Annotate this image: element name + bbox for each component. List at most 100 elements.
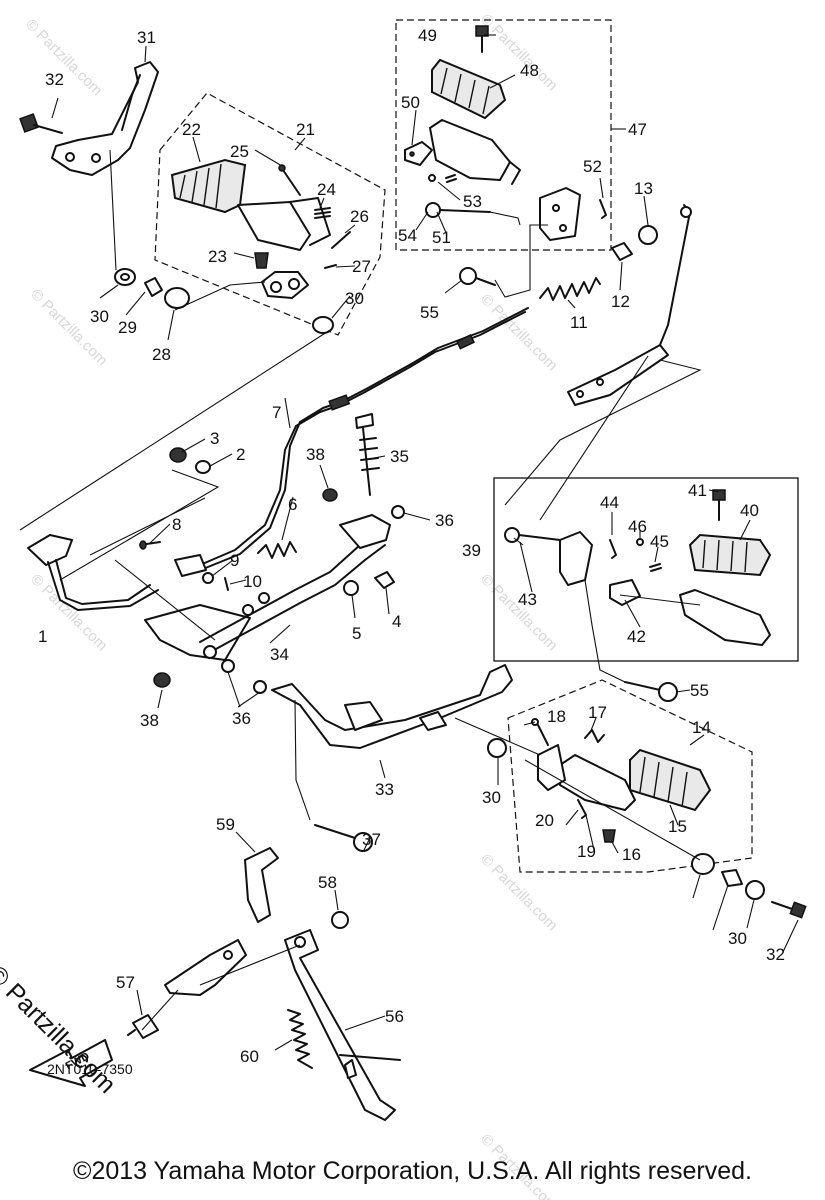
watermark-6: © Partzilla.com	[477, 571, 560, 654]
leader-lines	[51, 34, 799, 1051]
box-39	[493, 477, 799, 662]
callout-30c: 30	[482, 788, 501, 807]
callout-32b: 32	[766, 945, 785, 964]
callout-21: 21	[296, 120, 315, 139]
callout-11: 11	[570, 313, 588, 332]
watermark-4: © Partzilla.com	[477, 291, 560, 374]
callout-30d: 30	[728, 929, 747, 948]
box-47	[395, 19, 612, 251]
small-parts-center	[139, 413, 405, 694]
callout-35: 35	[390, 447, 409, 466]
group-boxes	[154, 19, 799, 873]
callout-57: 57	[116, 973, 135, 992]
callout-9: 9	[230, 551, 239, 570]
callout-3: 3	[210, 429, 219, 448]
callout-30b: 30	[345, 289, 364, 308]
callout-30: 30	[90, 307, 109, 326]
callout-12: 12	[611, 292, 630, 311]
callout-23: 23	[208, 247, 227, 266]
callout-4: 4	[392, 612, 401, 631]
callout-10: 10	[243, 572, 262, 591]
callout-38: 38	[306, 445, 325, 464]
part-12-collar	[611, 242, 633, 261]
callout-55b: 55	[690, 681, 709, 700]
callout-50: 50	[401, 93, 420, 112]
callout-43: 43	[518, 590, 537, 609]
callout-1: 1	[38, 627, 47, 646]
callout-49: 49	[418, 26, 437, 45]
watermark-3: © Partzilla.com	[27, 286, 110, 369]
part-1-brake-pedal	[27, 534, 159, 611]
part-32-bolt-top	[19, 113, 63, 134]
part-37-bolt	[314, 824, 373, 852]
callout-8: 8	[172, 515, 181, 534]
part-55-bolt-lower	[624, 681, 678, 702]
callout-54: 54	[398, 226, 417, 245]
callout-44: 44	[600, 493, 619, 512]
callout-13: 13	[634, 179, 653, 198]
callout-18: 18	[547, 707, 566, 726]
callout-47: 47	[628, 120, 647, 139]
callout-36b: 36	[232, 709, 251, 728]
part-59-bracket	[244, 847, 279, 923]
part-22-footrest	[170, 158, 331, 299]
callout-33: 33	[375, 780, 394, 799]
callout-51: 51	[432, 228, 451, 247]
callout-31: 31	[137, 28, 156, 47]
part-33-rod	[271, 664, 513, 749]
callout-41: 41	[688, 481, 707, 500]
callout-34: 34	[270, 645, 289, 664]
part-7-cable	[174, 307, 529, 577]
part-15-footrest-rubber	[629, 748, 712, 812]
part-52-clip	[599, 199, 607, 219]
box-14	[507, 679, 753, 873]
callout-45: 45	[650, 532, 669, 551]
callout-52: 52	[583, 157, 602, 176]
part-14-footrest	[531, 718, 636, 843]
callout-58: 58	[318, 873, 337, 892]
drawing-code: 2NT010-7350	[47, 1061, 133, 1077]
callout-38b: 38	[140, 711, 159, 730]
callout-20: 20	[535, 811, 554, 830]
callout-25: 25	[230, 142, 249, 161]
callout-60: 60	[240, 1047, 259, 1066]
callout-5: 5	[352, 624, 361, 643]
part-13-nut	[638, 225, 658, 245]
callout-55: 55	[420, 303, 439, 322]
part-39-footrest	[504, 489, 771, 646]
callout-32: 32	[45, 70, 64, 89]
callout-42: 42	[627, 627, 646, 646]
part-48-footrest-rubber	[431, 58, 507, 120]
parts-28-29-30-32-lower	[487, 738, 807, 919]
callout-56: 56	[385, 1007, 404, 1026]
callout-39: 39	[462, 541, 481, 560]
right-linkage-rod	[567, 204, 692, 406]
part-55-bolt-upper	[459, 267, 496, 286]
part-40-footrest-rubber	[688, 533, 772, 577]
callout-7: 7	[272, 403, 281, 422]
callout-40: 40	[740, 501, 759, 520]
part-11-spring	[539, 277, 601, 301]
callout-14: 14	[692, 718, 711, 737]
callout-48: 48	[520, 61, 539, 80]
part-57-switch	[127, 939, 247, 1039]
part-60-spring	[287, 1009, 313, 1069]
part-47-footrest	[404, 119, 521, 185]
callout-numbers: 1 2 3 4 5 6 7 8 9 10 11 12 13 14 15 16 1…	[38, 26, 785, 1066]
callout-28: 28	[152, 345, 171, 364]
part-31-bracket	[51, 61, 159, 176]
callout-27: 27	[352, 257, 371, 276]
part-58-nut	[331, 911, 349, 929]
parts-30-29-28-upper	[114, 268, 334, 334]
part-34-shaft	[144, 514, 391, 661]
box-21	[154, 92, 386, 336]
callout-17: 17	[588, 703, 607, 722]
part-51-53-54-pins	[425, 174, 491, 218]
copyright-notice: ©2013 Yamaha Motor Corporation, U.S.A. A…	[73, 1157, 752, 1185]
watermark-7: © Partzilla.com	[477, 851, 560, 934]
callout-22: 22	[182, 120, 201, 139]
connector-lines	[19, 149, 702, 1031]
bracket-47-holder	[539, 187, 581, 241]
callout-46: 46	[628, 517, 647, 536]
